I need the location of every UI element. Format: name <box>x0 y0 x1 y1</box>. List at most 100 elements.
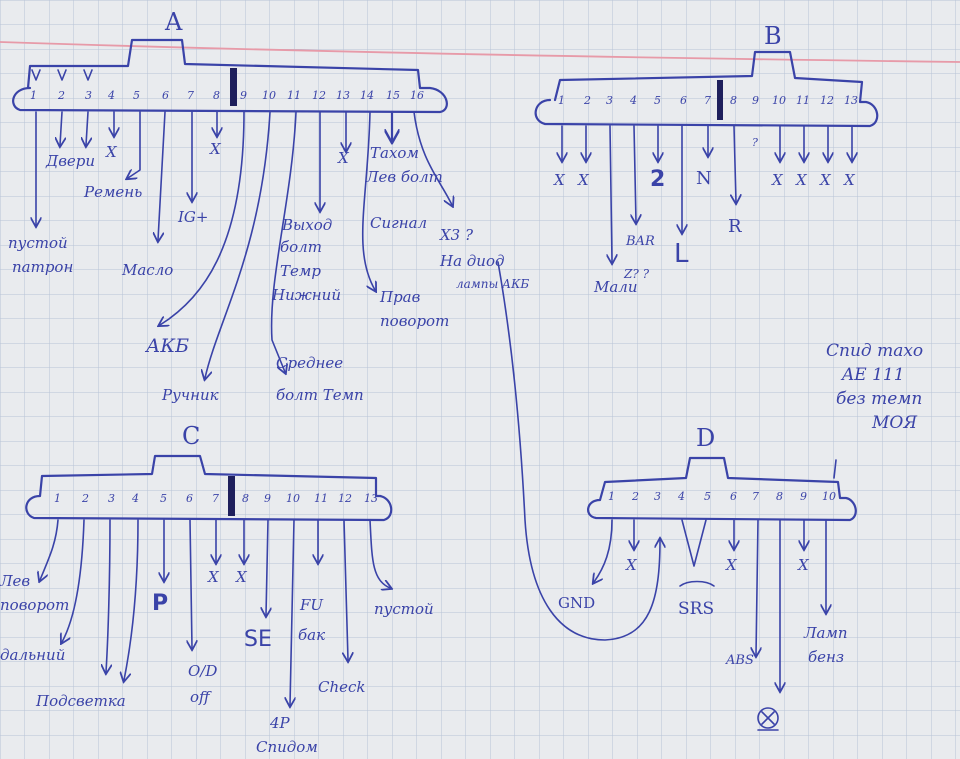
label-d-pin1: GND <box>558 594 595 612</box>
connector-c-pin-3: 3 <box>108 492 115 505</box>
connector-b-pin-6: 6 <box>680 94 687 107</box>
connector-b-pin-9: 9 <box>752 94 759 107</box>
connector-d-pin-9: 9 <box>800 490 807 503</box>
label-c-pin7: X <box>207 568 220 586</box>
connector-c-pin-9: 9 <box>264 492 271 505</box>
connector-a-pin-12: 12 <box>312 89 326 102</box>
label-b-pin5: 2 <box>650 167 665 192</box>
connector-c-pin-7: 7 <box>212 492 219 505</box>
label-d-pin5-scribble <box>679 580 715 587</box>
label-b-pin13: X <box>843 171 856 189</box>
connector-a-pin-5: 5 <box>133 89 140 102</box>
connector-a-leads <box>36 110 452 378</box>
connector-c-pins: 1 2 3 4 5 6 7 8 9 10 11 12 13 <box>54 492 378 505</box>
connector-c-pin-13: 13 <box>364 492 378 505</box>
connector-c-pin-1: 1 <box>54 492 61 505</box>
connector-d-pin-5: 5 <box>704 490 711 503</box>
connector-c-pin-11: 11 <box>314 492 328 505</box>
connector-b-pin-4: 4 <box>629 94 637 107</box>
connector-a-pin-11: 11 <box>287 89 301 102</box>
label-a-pin12: Выход болт Темр Нижний <box>271 216 341 304</box>
label-a-pin9: АКБ <box>144 335 189 357</box>
label-b-pin1: X <box>553 171 566 189</box>
label-c-pin3: Подсветка <box>35 692 126 710</box>
connector-b-title: B <box>764 22 782 50</box>
connector-d: D 1 2 3 4 5 6 7 8 9 10 GND X SRS X <box>558 424 857 731</box>
connector-a-pin-6: 6 <box>162 89 169 102</box>
connector-d-outline <box>587 456 857 522</box>
label-b-pin12: X <box>819 171 832 189</box>
connector-c-key-bar <box>228 476 235 516</box>
label-c-pin12: Check <box>318 678 366 696</box>
label-c-pin2: дальний <box>0 646 65 664</box>
connector-a-pin-13: 13 <box>336 89 350 102</box>
label-a-pin16: X3 ? На диод лампы АКБ <box>439 226 529 291</box>
connector-b-pin-11: 11 <box>796 94 810 107</box>
connector-a-pin-3: 3 <box>85 89 92 102</box>
label-b-pin3: Мали <box>593 278 638 296</box>
connector-d-corner-mark <box>833 459 837 479</box>
connector-a-outline <box>12 38 448 114</box>
label-c-pin9: SE <box>244 627 272 652</box>
connector-b-pin-7: 7 <box>704 94 711 107</box>
label-d-pin6: X <box>725 556 738 574</box>
label-c-pin10: 4P Спидом <box>256 714 318 756</box>
label-b-pin10: X <box>771 171 784 189</box>
connector-a-title: A <box>164 8 183 36</box>
connector-c-pin-6: 6 <box>186 492 193 505</box>
connector-a-pin-1: 1 <box>30 89 37 102</box>
connector-b-pin-8: 8 <box>730 94 737 107</box>
label-a-pin8: X <box>209 140 222 158</box>
label-a-pin10: Ручник <box>161 386 219 404</box>
label-c-pin11: FU бак <box>298 596 328 644</box>
label-b-pin11: X <box>795 171 808 189</box>
label-a-pin4: X <box>105 143 118 161</box>
connector-a-pin-10: 10 <box>262 89 276 102</box>
label-c-pin8: X <box>235 568 248 586</box>
label-b-pin4: BAR <box>625 234 655 249</box>
connector-a-pin-15: 15 <box>386 89 400 102</box>
connector-c-leads <box>40 519 390 705</box>
label-a-pin11: Среднее болт Темп <box>276 354 364 404</box>
connector-d-pin-10: 10 <box>822 490 836 503</box>
connector-b-pins: 1 2 3 4 5 6 7 8 9 10 11 12 13 <box>558 94 858 107</box>
connector-d-pin-1: 1 <box>608 490 615 503</box>
connector-d-pin-2: 2 <box>631 490 639 503</box>
label-a-pin6: Масло <box>121 261 173 279</box>
label-d-pin9: X <box>797 556 810 574</box>
connector-d-pin-3: 3 <box>654 490 661 503</box>
connector-d-title: D <box>696 424 715 452</box>
label-b-pin6: L <box>674 239 689 269</box>
connector-b-pin-10: 10 <box>772 94 786 107</box>
connector-a-pin-4: 4 <box>107 89 115 102</box>
connector-b-pin-5: 5 <box>654 94 661 107</box>
label-a-pin13: X <box>337 149 350 167</box>
connector-c-pin-5: 5 <box>160 492 167 505</box>
label-a-pin7: IG+ <box>177 208 208 226</box>
connector-a-pin-9: 9 <box>240 89 247 102</box>
connector-c: C 1 2 3 4 5 6 7 8 9 10 11 12 13 <box>0 422 434 756</box>
connector-a-pin-2: 2 <box>57 89 65 102</box>
label-b-pin2: X <box>577 171 590 189</box>
connector-b-key-bar <box>717 80 723 120</box>
label-b-pin8: R <box>728 216 742 237</box>
connector-c-outline <box>25 454 393 522</box>
connector-a-pins: 1 2 3 4 5 6 7 8 9 10 11 12 13 14 15 16 <box>30 89 424 102</box>
connector-b-outline <box>534 50 879 128</box>
label-a-pin15: Прав поворот <box>379 288 449 330</box>
connector-a-key-bar <box>230 68 237 106</box>
label-a-pin14: Тахом Лев болт Сигнал <box>365 144 448 232</box>
connector-b: B 1 2 3 4 5 6 7 8 9 10 11 12 13 <box>534 22 879 296</box>
connector-d-pins: 1 2 3 4 5 6 7 8 9 10 <box>608 490 836 503</box>
label-a-pin5: Ремень <box>83 183 142 201</box>
label-d-pin7: ABS <box>725 653 754 668</box>
connector-a-pin-7: 7 <box>187 89 194 102</box>
connector-c-pin-8: 8 <box>242 492 249 505</box>
label-c-pin1: Лев поворот <box>0 572 69 614</box>
connector-a-pin-8: 8 <box>213 89 220 102</box>
wire-a16-to-d <box>497 261 660 641</box>
connector-a-pin-14: 14 <box>360 89 374 102</box>
label-b-pin7: N <box>696 168 712 189</box>
connector-c-pin-10: 10 <box>286 492 300 505</box>
